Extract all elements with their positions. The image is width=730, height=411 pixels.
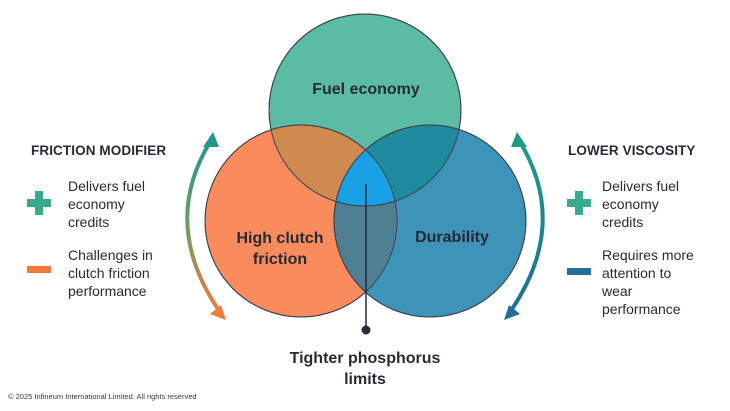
left-curved-arrow (185, 132, 226, 320)
center-pointer-dot (361, 325, 371, 335)
left-arrow-head-bottom (210, 305, 226, 320)
durability-outline (333, 124, 527, 318)
fuel-economy-outline (268, 13, 462, 207)
tighter-phosphorus-limits-label: Tighter phosphorus limits (289, 350, 441, 388)
minus-icon (567, 268, 591, 275)
plus-icon (27, 191, 51, 215)
fuel-economy-label: Fuel economy (312, 81, 420, 98)
right-item-1-text: Delivers fuel economy credits (602, 178, 680, 230)
left-arrow-head-top (203, 132, 219, 147)
minus-icon (27, 266, 51, 273)
left-item-2-text: Challenges in clutch friction performanc… (68, 247, 153, 299)
high-clutch-friction-label-line2: friction (253, 251, 307, 268)
left-item-1-text: Delivers fuel economy credits (68, 178, 146, 230)
friction-modifier-heading: FRICTION MODIFIER (31, 143, 167, 158)
right-curved-arrow (504, 132, 545, 320)
right-arrow-head-bottom (504, 305, 520, 320)
right-item-2-text: Requires more attention to wear performa… (602, 247, 694, 317)
durability-label: Durability (415, 229, 489, 246)
plus-icon (567, 191, 591, 215)
right-arrow-head-top (511, 132, 527, 147)
high-clutch-friction-outline (204, 124, 398, 318)
high-clutch-friction-label-line1: High clutch (236, 230, 323, 247)
lower-viscosity-heading: LOWER VISCOSITY (568, 143, 696, 158)
copyright-text: © 2025 Infineum International Limited. A… (8, 392, 197, 401)
